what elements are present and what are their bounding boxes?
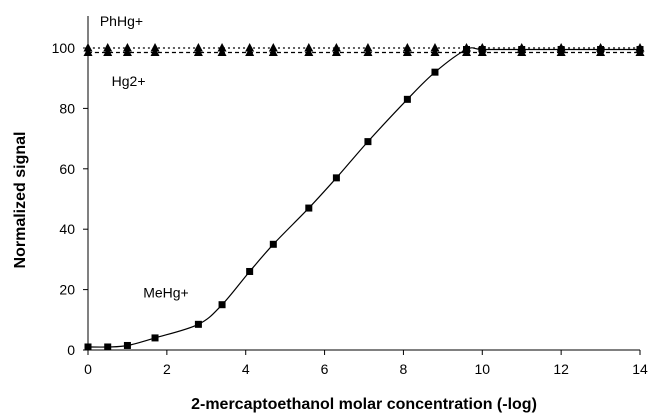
data-point-mehg — [305, 204, 313, 212]
annotation-label: PhHg+ — [100, 13, 143, 29]
x-tick-label: 10 — [474, 361, 490, 377]
x-tick-label: 4 — [242, 361, 250, 377]
data-point-mehg — [597, 46, 605, 54]
data-point-phhg — [193, 43, 203, 52]
data-point-mehg — [194, 320, 202, 328]
data-point-phhg — [217, 43, 227, 52]
data-point-hg2 — [217, 47, 227, 57]
data-point-phhg — [83, 43, 93, 52]
data-point-phhg — [122, 43, 132, 52]
y-tick-label: 60 — [59, 161, 75, 177]
x-tick-label: 8 — [400, 361, 408, 377]
data-point-mehg — [364, 138, 372, 146]
x-axis-title: 2-mercaptoethanol molar concentration (-… — [191, 396, 537, 413]
data-point-hg2 — [245, 47, 255, 57]
data-point-mehg — [84, 343, 92, 351]
data-point-mehg — [518, 46, 526, 54]
data-point-hg2 — [402, 47, 412, 57]
series-line-mehg — [87, 47, 640, 348]
data-point-hg2 — [363, 47, 373, 57]
axes: 0 2 4 6 8 10 12 14 0 20 40 60 80 100 — [52, 16, 648, 377]
series-hg2 — [83, 47, 645, 57]
data-point-phhg — [150, 43, 160, 52]
data-point-phhg — [245, 43, 255, 52]
series-mehg — [84, 46, 644, 351]
data-point-mehg — [269, 240, 277, 248]
data-point-hg2 — [122, 47, 132, 57]
y-axis-title: Normalized signal — [12, 132, 29, 269]
data-point-mehg — [557, 46, 565, 54]
data-point-phhg — [268, 43, 278, 52]
y-tick-label: 0 — [67, 342, 75, 358]
y-tick-label: 100 — [52, 40, 76, 56]
data-point-mehg — [218, 301, 226, 309]
x-tick-label: 6 — [321, 361, 329, 377]
annotation-label: MeHg+ — [143, 285, 189, 301]
data-point-mehg — [463, 46, 471, 54]
data-point-mehg — [104, 343, 112, 351]
data-point-phhg — [402, 43, 412, 52]
data-point-hg2 — [103, 47, 113, 57]
data-point-hg2 — [193, 47, 203, 57]
data-point-mehg — [431, 68, 439, 76]
x-tick-label: 12 — [553, 361, 569, 377]
data-point-phhg — [103, 43, 113, 52]
data-point-mehg — [403, 95, 411, 103]
data-point-hg2 — [331, 47, 341, 57]
y-tick-label: 20 — [59, 282, 75, 298]
x-tick-label: 0 — [84, 361, 92, 377]
y-tick-label: 40 — [59, 221, 75, 237]
data-point-mehg — [123, 341, 131, 349]
data-point-phhg — [331, 43, 341, 52]
x-tick-label: 14 — [632, 361, 648, 377]
data-point-hg2 — [150, 47, 160, 57]
y-tick-label: 80 — [59, 100, 75, 116]
data-point-mehg — [246, 267, 254, 275]
data-point-hg2 — [430, 47, 440, 57]
annotations: PhHg+ Hg2+ MeHg+ — [100, 13, 189, 301]
data-point-hg2 — [268, 47, 278, 57]
data-point-hg2 — [304, 47, 314, 57]
data-point-mehg — [636, 46, 644, 54]
data-point-mehg — [478, 46, 486, 54]
annotation-label: Hg2+ — [112, 73, 146, 89]
data-point-phhg — [363, 43, 373, 52]
series-layer — [83, 43, 645, 351]
data-point-hg2 — [83, 47, 93, 57]
data-point-mehg — [332, 174, 340, 182]
data-point-mehg — [151, 334, 159, 342]
data-point-phhg — [304, 43, 314, 52]
data-point-phhg — [430, 43, 440, 52]
x-tick-label: 2 — [163, 361, 171, 377]
